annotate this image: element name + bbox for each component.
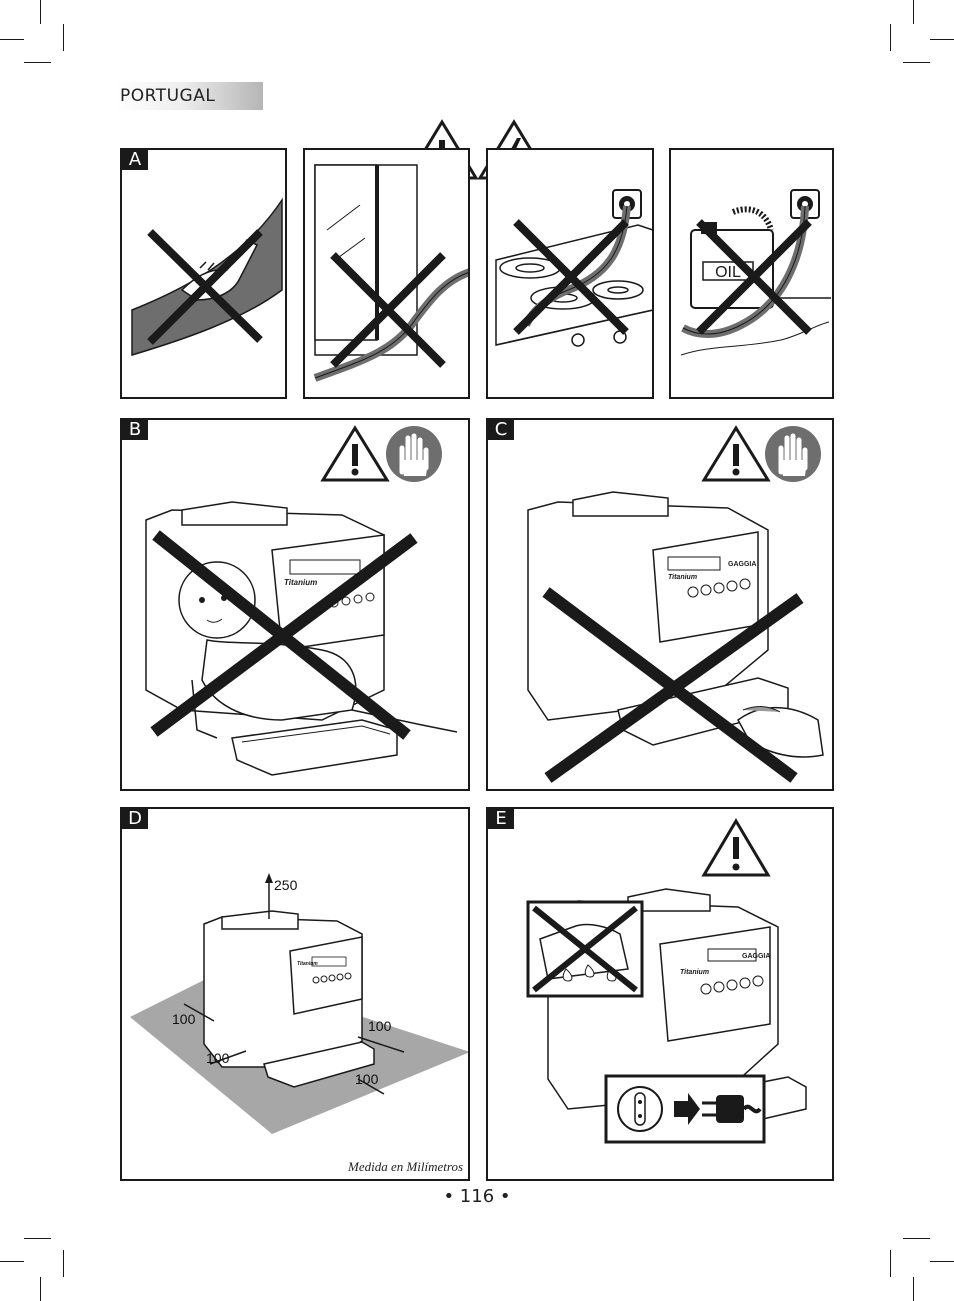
unplug-inset bbox=[604, 1074, 766, 1144]
hand-stop-icon bbox=[386, 426, 442, 482]
clearance-right-label: 100 bbox=[368, 1018, 392, 1034]
page-number: • 116 • bbox=[443, 1186, 511, 1207]
wet-hands-inset bbox=[526, 900, 644, 998]
measurement-caption: Medida en Milímetros bbox=[348, 1159, 464, 1174]
panel-d-clearance: D Titanium 250 100 100 100 100 Medida e bbox=[120, 807, 470, 1181]
panel-letter-a: A bbox=[122, 150, 148, 170]
panel-a-oil-can: OIL bbox=[669, 148, 834, 399]
warning-triangle-icon bbox=[320, 425, 390, 482]
panel-a-cord-on-stove bbox=[486, 148, 654, 399]
oil-can-label: OIL bbox=[715, 264, 741, 281]
model-label: Titanium bbox=[284, 578, 317, 587]
panel-a-cord-in-door bbox=[303, 148, 470, 399]
warning-triangle-icon bbox=[701, 818, 771, 877]
prohibited-cross-icon bbox=[513, 219, 629, 335]
espresso-machine-drawing: Titanium GAGGIA bbox=[527, 491, 824, 758]
model-label: Titanium bbox=[297, 961, 318, 967]
model-label: Titanium bbox=[668, 574, 697, 581]
hand-stop-icon bbox=[765, 426, 821, 482]
espresso-machine-drawing: Titanium bbox=[203, 910, 375, 1088]
prohibited-cross-icon bbox=[150, 530, 418, 740]
panel-letter-d: D bbox=[122, 809, 148, 829]
panel-c-hot-surface: C Titanium GAGGIA bbox=[486, 418, 834, 791]
warning-triangle-icon bbox=[701, 425, 771, 482]
clearance-left-label: 100 bbox=[172, 1011, 196, 1027]
brand-label: GAGGIA bbox=[742, 953, 770, 960]
power-socket-icon bbox=[617, 1086, 663, 1132]
dimension-arrows bbox=[183, 873, 405, 1095]
prohibited-cross-icon bbox=[542, 587, 804, 783]
arrow-right-icon bbox=[674, 1093, 700, 1125]
model-label: Titanium bbox=[680, 969, 709, 976]
section-banner: PORTUGAL bbox=[115, 82, 263, 110]
panel-letter-e: E bbox=[488, 809, 514, 829]
brand-label: GAGGIA bbox=[728, 561, 756, 568]
panel-b-child-safety: B Titanium bbox=[120, 418, 470, 791]
prohibited-cross-icon bbox=[330, 252, 446, 368]
prohibited-cross-icon bbox=[696, 219, 812, 335]
clearance-top-label: 250 bbox=[274, 877, 298, 893]
prohibited-cross-icon bbox=[532, 905, 638, 993]
panel-letter-b: B bbox=[122, 420, 148, 440]
clearance-front-label: 100 bbox=[355, 1071, 379, 1087]
panel-letter-c: C bbox=[488, 420, 514, 440]
panel-e-electrical-safety: E Titanium GAGGIA bbox=[486, 807, 834, 1181]
panel-a-wet-hands: A bbox=[120, 148, 287, 399]
section-title: PORTUGAL bbox=[120, 86, 216, 106]
power-plug-icon bbox=[702, 1095, 762, 1123]
clearance-front-left-label: 100 bbox=[206, 1050, 230, 1066]
prohibited-cross-icon bbox=[147, 229, 263, 345]
